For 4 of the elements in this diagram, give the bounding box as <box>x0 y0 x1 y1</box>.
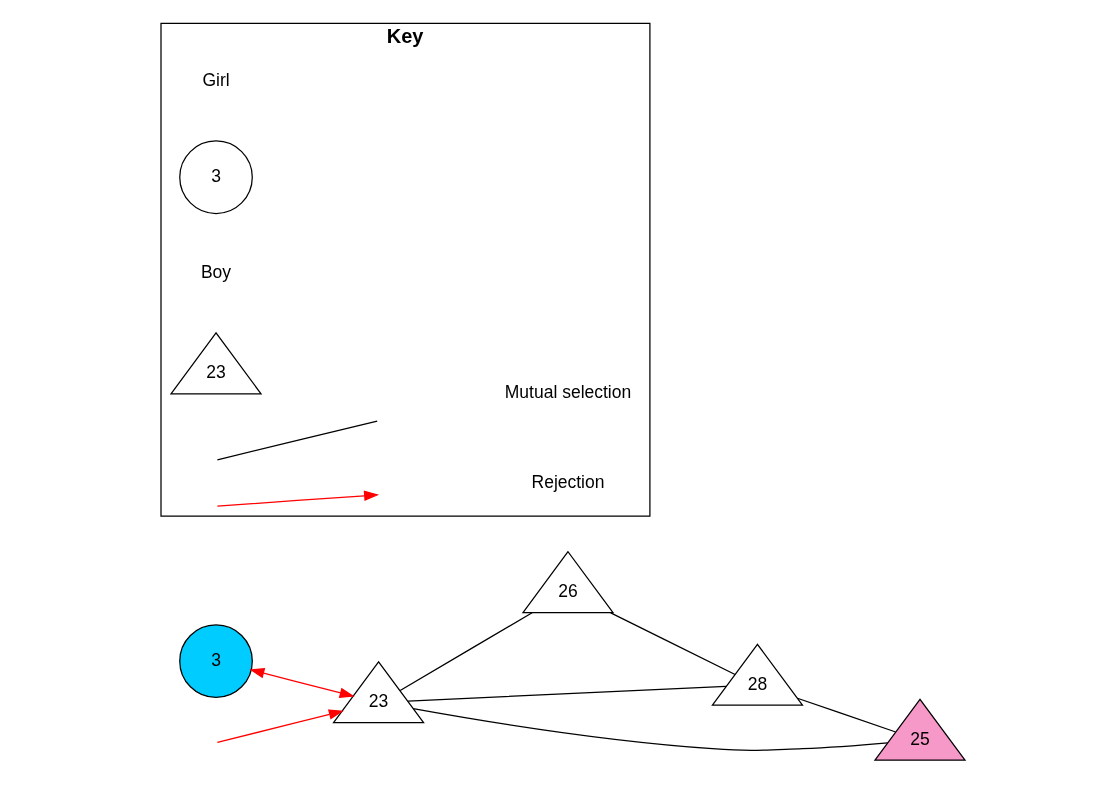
node-label: Boy <box>200 262 231 283</box>
node-label: Girl <box>201 69 230 90</box>
legend-label: Mutual selection <box>504 382 631 403</box>
legend-label: Rejection <box>531 472 604 493</box>
